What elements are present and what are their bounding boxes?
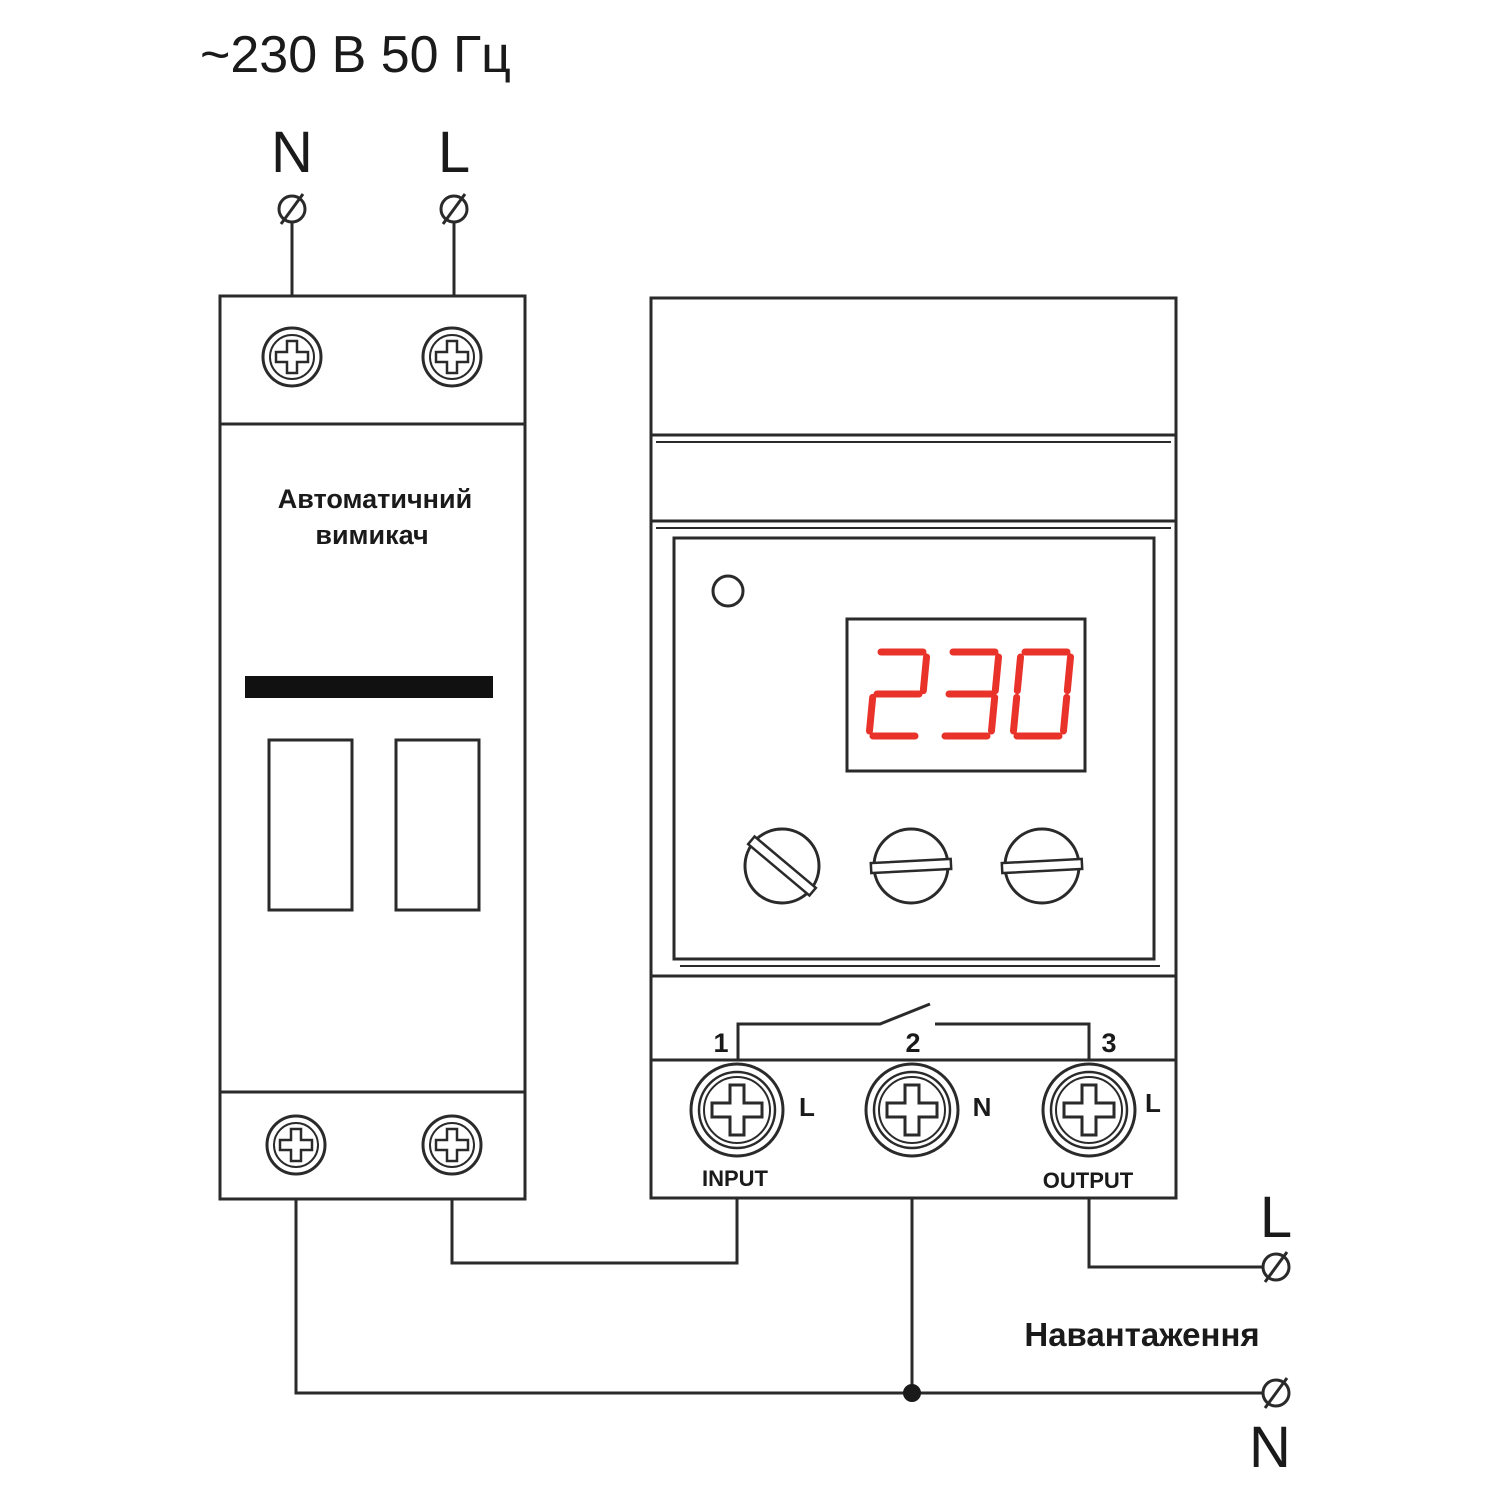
terminal-label-3: L (1145, 1088, 1161, 1118)
load-label: Навантаження (1024, 1316, 1259, 1353)
voltage-relay: 230 1 2 3 L N L INPUT OUTPUT (649, 296, 1178, 1200)
output-label: OUTPUT (1043, 1168, 1134, 1193)
relay-contact-schematic (736, 1002, 1091, 1060)
trim-knob-icon[interactable] (869, 827, 953, 905)
junction-dot-icon (903, 1384, 921, 1402)
display-segment (865, 693, 877, 735)
terminal-dot-icon (1261, 1250, 1291, 1284)
phillips-screw-icon (421, 1114, 483, 1176)
breaker-label-line2: вимикач (315, 520, 428, 550)
display-segment (987, 693, 999, 735)
display-segment (991, 653, 1003, 695)
breaker-label-line1: Автоматичний (278, 484, 472, 514)
input-label: INPUT (702, 1166, 769, 1191)
power-led-icon (711, 574, 745, 608)
breaker-window-right (394, 738, 481, 912)
terminal-dot-icon (1261, 1376, 1291, 1410)
terminal-label-2: N (973, 1092, 992, 1122)
phillips-screw-icon (864, 1062, 960, 1158)
phillips-screw-icon (265, 1114, 327, 1176)
terminal-dot-icon (439, 192, 469, 226)
supply-label: ~230 В 50 Гц (200, 26, 511, 84)
breaker-window-left (267, 738, 354, 912)
contact-number-1: 1 (713, 1028, 728, 1058)
display-segment (919, 653, 931, 695)
load-n-label: N (1249, 1415, 1291, 1480)
load-l-label: L (1260, 1185, 1292, 1250)
phillips-screw-icon (689, 1062, 785, 1158)
display-segment (1009, 693, 1021, 735)
phillips-screw-icon (1041, 1062, 1137, 1158)
display-segment (1013, 653, 1025, 695)
display-digits (865, 648, 1075, 740)
phillips-screw-icon (421, 326, 483, 388)
contact-number-2: 2 (905, 1028, 920, 1058)
terminal-dot-icon (277, 192, 307, 226)
external-wiring (294, 1199, 1263, 1402)
breaker-handle-bar (245, 676, 493, 698)
display-segment (1063, 653, 1075, 695)
supply-l-label: L (438, 120, 470, 185)
display-segment (1059, 693, 1071, 735)
phillips-screw-icon (261, 326, 323, 388)
contact-number-3: 3 (1101, 1028, 1116, 1058)
supply-n-label: N (271, 120, 313, 185)
circuit-breaker: Автоматичний вимикач (218, 294, 527, 1201)
trim-knob-icon[interactable] (1000, 827, 1084, 905)
trim-knob-icon[interactable] (743, 827, 821, 905)
terminal-label-1: L (799, 1092, 815, 1122)
